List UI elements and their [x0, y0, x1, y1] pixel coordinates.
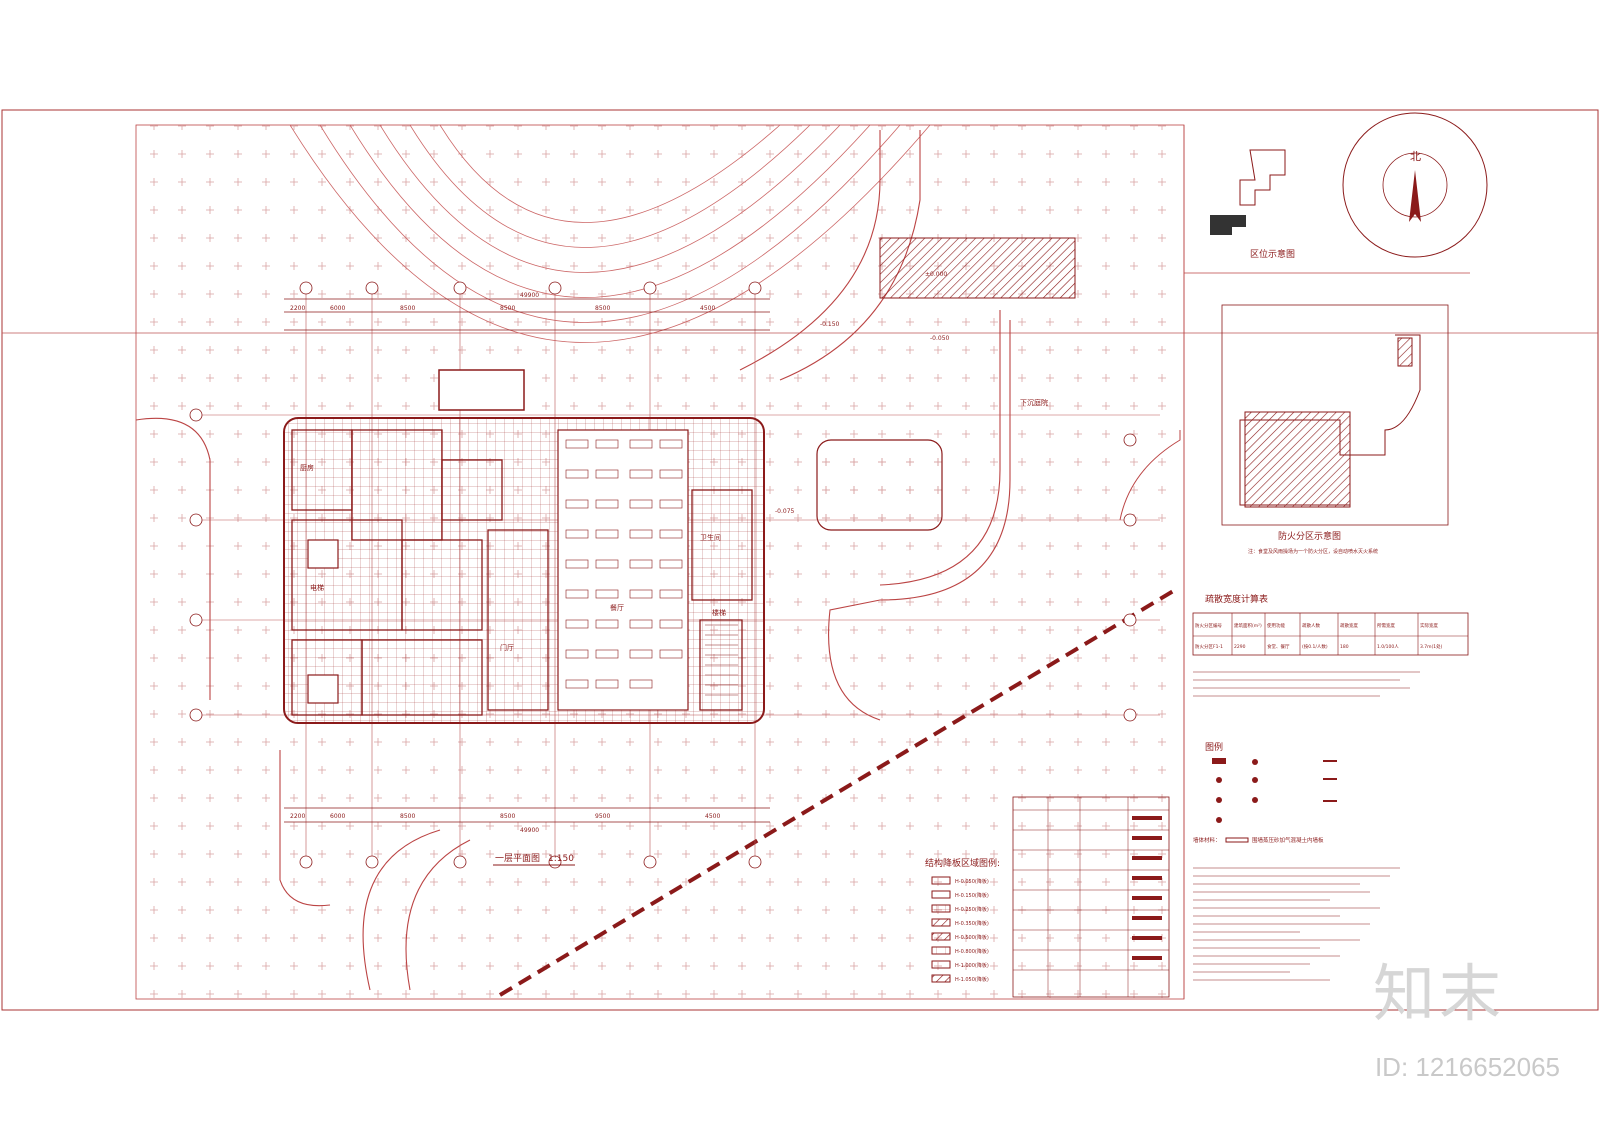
dim-bottom-1: 2200: [290, 813, 305, 820]
kitchen-rooms: [291, 429, 753, 716]
slab-legend-title: 结构降板区域图例:: [925, 857, 1000, 869]
planter-bed: [816, 439, 943, 531]
slab-item-5: H-0.500(降板): [955, 934, 989, 941]
dim-top-5: 8500: [595, 305, 610, 312]
slab-item-7: H-1.000(降板): [955, 962, 989, 969]
evac-cell-2: 2290: [1234, 644, 1246, 650]
dim-top-6: 4500: [700, 305, 715, 312]
dim-bottom-5: 9500: [595, 813, 610, 820]
plan-scale: 1:150: [548, 854, 574, 864]
evac-cell-5: 180: [1340, 644, 1349, 650]
slab-item-1: H-0.050(降板): [955, 878, 989, 885]
slab-item-2: H-0.150(降板): [955, 892, 989, 899]
evac-table-title: 疏散宽度计算表: [1205, 593, 1268, 605]
evac-cell-3: 食堂、餐厅: [1267, 643, 1290, 650]
legend-wall-desc: 围墙蒸压砂加气混凝土内墙板: [1252, 836, 1324, 844]
elev-label-1: -0.150: [820, 321, 840, 328]
evac-cell-1: 防火分区F1-1: [1195, 643, 1223, 650]
slab-item-6: H-0.800(降板): [955, 948, 989, 955]
dims-top-labels: 2200 6000 8500 8500 8500 4500 49900: [290, 292, 715, 312]
dim-top-4: 8500: [500, 305, 515, 312]
legend-panel: 图例 墙体材料： 围墙蒸压砂加气混凝土内墙板: [1193, 741, 1337, 844]
dim-bottom-6: 4500: [705, 813, 720, 820]
location-map-title: 区位示意图: [1250, 248, 1295, 260]
dim-top-3: 8500: [400, 305, 415, 312]
legend-title: 图例: [1205, 741, 1223, 753]
evac-header-3: 使用功能: [1267, 622, 1285, 629]
general-notes: [1193, 867, 1400, 981]
evac-header-6: 所需宽度: [1377, 622, 1395, 629]
fire-zoning-panel: 防火分区示意图 注：食堂及风雨操场为一个防火分区，设自动喷水灭火系统: [1221, 304, 1449, 555]
room-label-lobby: 门厅: [500, 643, 514, 652]
evac-header-5: 疏散宽度: [1340, 622, 1358, 629]
watermark-id: ID: 1216652065: [1374, 1052, 1560, 1082]
evac-cell-7: 3.7m(1处): [1420, 643, 1443, 650]
plaza-arcs: [289, 124, 931, 343]
stair-marks: [705, 624, 738, 696]
dim-top-2: 6000: [330, 305, 345, 312]
watermark-logo: 知末: [1372, 957, 1505, 1030]
room-label-toilet: 卫生间: [700, 533, 721, 542]
slab-legend-table: 结构降板区域图例: H-0.050(降板) H-0.150(降板) H-0.25…: [925, 796, 1170, 998]
dining-hall: [557, 429, 689, 711]
slab-item-3: H-0.250(降板): [955, 906, 989, 913]
evac-header-2: 建筑面积(m²): [1234, 622, 1262, 629]
fire-zoning-title: 防火分区示意图: [1278, 530, 1341, 542]
elev-label-4: ±0.000: [925, 271, 947, 278]
evac-header-4: 疏散人数: [1302, 622, 1320, 629]
fire-zoning-note: 注：食堂及风雨操场为一个防火分区，设自动喷水灭火系统: [1248, 548, 1378, 555]
room-label-kitchen: 厨房: [300, 463, 314, 472]
room-label-stair: 楼梯: [712, 608, 726, 617]
road-curves: [135, 130, 1011, 991]
evac-header-7: 实际宽度: [1420, 622, 1438, 629]
north-arrow-icon: [1409, 170, 1421, 222]
elev-label-3: -0.075: [775, 508, 795, 515]
north-arrow: 北: [1342, 112, 1488, 258]
evac-cell-4: (按0.1/人数): [1302, 643, 1328, 650]
room-label-elevator: 电梯: [310, 583, 324, 592]
location-map: 区位示意图: [1210, 149, 1295, 260]
room-labels: 厨房 餐厅 卫生间 楼梯 电梯 门厅 下沉庭院: [300, 398, 1048, 652]
slab-item-4: H-0.350(降板): [955, 920, 989, 927]
dining-tables: [565, 439, 683, 689]
evac-width-table: 疏散宽度计算表 防火分区编号 建筑面积(m²) 使用功能 疏散人数 疏散宽度 所…: [1192, 593, 1469, 697]
dimension-lines: [284, 298, 770, 823]
elevation-labels: -0.150 -0.050 -0.075 ±0.000: [775, 271, 950, 515]
legend-wall-note: 墙体材料：: [1193, 836, 1221, 844]
dim-bottom-3: 8500: [400, 813, 415, 820]
dim-bottom-total: 49900: [520, 827, 539, 834]
elev-label-2: -0.050: [930, 335, 950, 342]
dim-bottom-4: 8500: [500, 813, 515, 820]
plan-title: 一层平面图: [495, 853, 540, 864]
building-plan: 厨房 餐厅 卫生间 楼梯 电梯 门厅 下沉庭院: [283, 369, 1048, 724]
slab-item-8: H-1.050(降板): [955, 976, 989, 983]
dim-top-total: 49900: [520, 292, 539, 299]
hatched-strip: [879, 237, 1076, 299]
sheet-border: [1, 109, 1599, 1011]
dims-bottom-labels: 2200 6000 8500 8500 9500 4500 49900: [290, 813, 720, 834]
evac-cell-6: 1.0/100人: [1377, 644, 1399, 650]
room-label-sunken-court: 下沉庭院: [1020, 398, 1048, 407]
dim-bottom-2: 6000: [330, 813, 345, 820]
entrance-canopy: [438, 369, 525, 411]
dim-top-1: 2200: [290, 305, 305, 312]
elevator-cores: [307, 539, 339, 704]
north-label: 北: [1410, 150, 1421, 163]
axis-bubbles: [189, 281, 1137, 869]
room-label-dining: 餐厅: [610, 603, 624, 612]
evac-header-1: 防火分区编号: [1195, 622, 1222, 629]
